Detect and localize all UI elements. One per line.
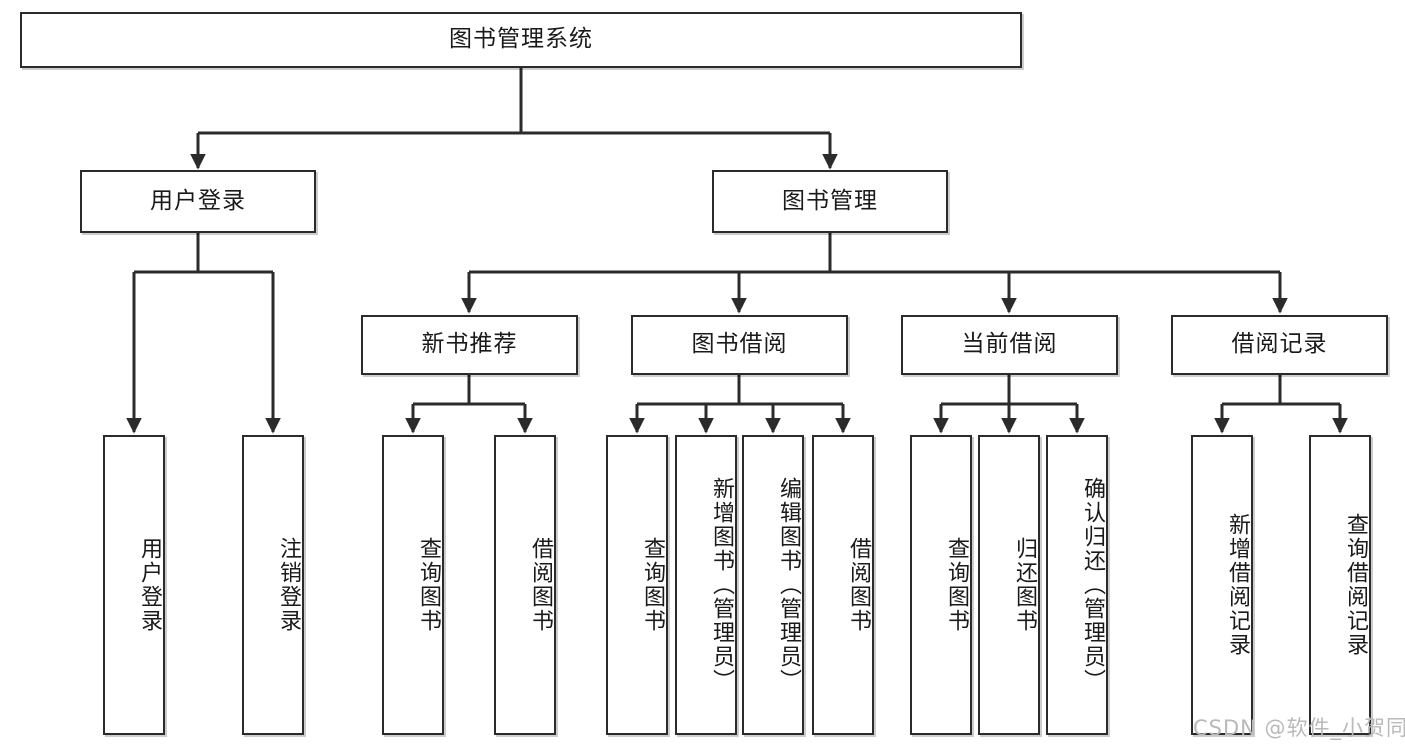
node-leaf-return-book[interactable]: 归还图书 xyxy=(978,435,1040,735)
node-leaf-query-book-1[interactable]: 查询图书 xyxy=(382,435,444,735)
node-leaf-edit-book-label: 编辑图书（管理员） xyxy=(776,477,801,693)
node-leaf-query-book-1-label: 查询图书 xyxy=(416,537,441,633)
node-root[interactable]: 图书管理系统 xyxy=(20,12,1022,68)
node-leaf-query-book-2[interactable]: 查询图书 xyxy=(606,435,668,735)
node-current-borrow-label: 当前借阅 xyxy=(961,331,1058,358)
node-leaf-add-record-label: 新增借阅记录 xyxy=(1225,513,1250,657)
node-leaf-add-book[interactable]: 新增图书（管理员） xyxy=(675,435,737,735)
node-leaf-return-book-label: 归还图书 xyxy=(1012,537,1037,633)
node-leaf-query-record-label: 查询借阅记录 xyxy=(1343,513,1368,657)
node-leaf-confirm-return-label: 确认归还（管理员） xyxy=(1080,477,1105,693)
node-leaf-query-record[interactable]: 查询借阅记录 xyxy=(1309,435,1371,735)
node-leaf-logout-label: 注销登录 xyxy=(276,537,301,633)
node-user-login-label: 用户登录 xyxy=(150,187,246,214)
node-leaf-user-login[interactable]: 用户登录 xyxy=(103,435,165,735)
node-borrow-record-label: 借阅记录 xyxy=(1231,331,1328,358)
node-book-management[interactable]: 图书管理 xyxy=(712,170,948,233)
node-leaf-borrow-book-2[interactable]: 借阅图书 xyxy=(812,435,874,735)
node-leaf-borrow-book-2-label: 借阅图书 xyxy=(846,537,871,633)
node-user-login[interactable]: 用户登录 xyxy=(80,170,316,233)
node-leaf-add-book-label: 新增图书（管理员） xyxy=(709,477,734,693)
node-leaf-borrow-book-1-label: 借阅图书 xyxy=(528,537,553,633)
node-leaf-edit-book[interactable]: 编辑图书（管理员） xyxy=(742,435,804,735)
node-leaf-query-book-2-label: 查询图书 xyxy=(640,537,665,633)
node-new-book-recommend[interactable]: 新书推荐 xyxy=(361,315,578,375)
node-book-borrow[interactable]: 图书借阅 xyxy=(631,315,848,375)
node-book-borrow-label: 图书借阅 xyxy=(691,331,788,358)
node-new-book-recommend-label: 新书推荐 xyxy=(421,331,518,358)
node-leaf-query-book-3-label: 查询图书 xyxy=(944,537,969,633)
node-leaf-confirm-return[interactable]: 确认归还（管理员） xyxy=(1046,435,1108,735)
node-leaf-user-login-label: 用户登录 xyxy=(137,537,162,633)
node-leaf-borrow-book-1[interactable]: 借阅图书 xyxy=(494,435,556,735)
node-current-borrow[interactable]: 当前借阅 xyxy=(901,315,1118,375)
node-root-label: 图书管理系统 xyxy=(449,26,593,53)
node-leaf-query-book-3[interactable]: 查询图书 xyxy=(910,435,972,735)
node-book-management-label: 图书管理 xyxy=(782,187,878,214)
node-leaf-logout[interactable]: 注销登录 xyxy=(242,435,304,735)
node-borrow-record[interactable]: 借阅记录 xyxy=(1171,315,1388,375)
node-leaf-add-record[interactable]: 新增借阅记录 xyxy=(1191,435,1253,735)
